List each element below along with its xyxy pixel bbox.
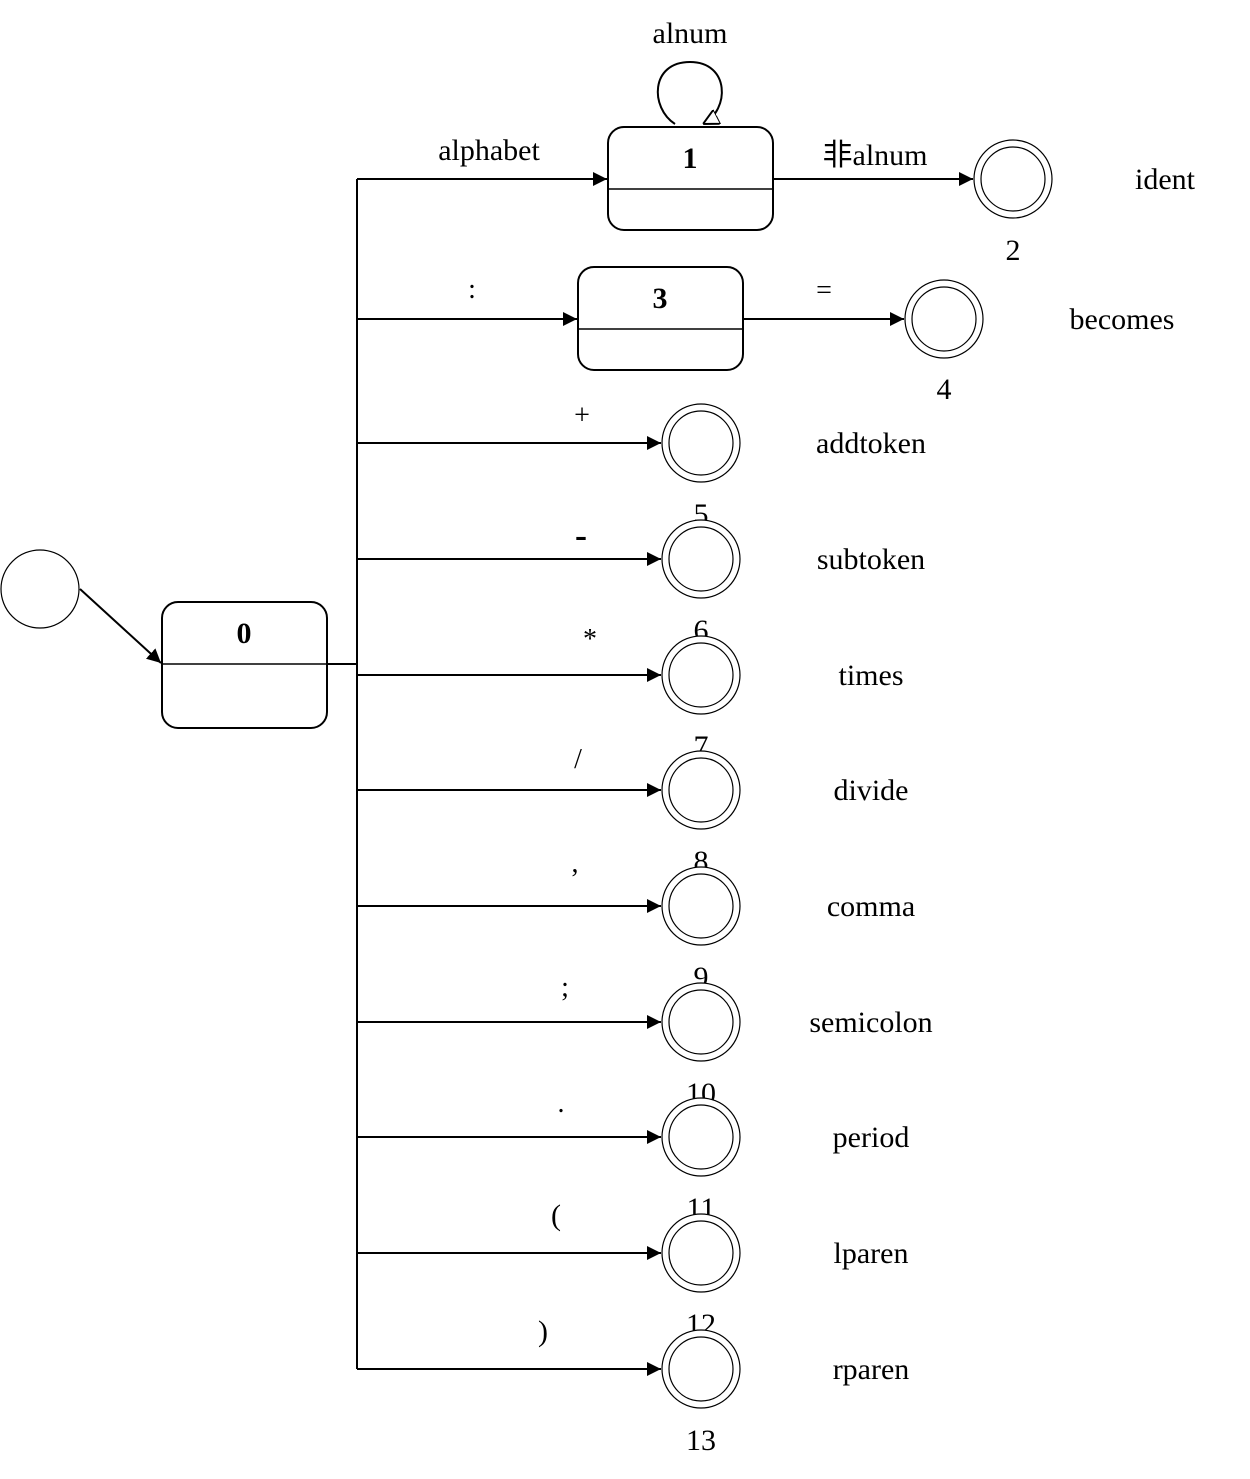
state-1-label: 1 xyxy=(683,142,698,175)
final-state-11 xyxy=(661,1097,741,1177)
transition-label-equals: = xyxy=(816,275,832,306)
state-0-label: 0 xyxy=(237,617,252,650)
token-becomes: becomes xyxy=(1070,303,1175,336)
token-period: period xyxy=(833,1121,910,1154)
token-addtoken: addtoken xyxy=(816,427,926,460)
token-ident: ident xyxy=(1135,163,1196,196)
transition-label-alphabet: alphabet xyxy=(438,134,540,167)
entry-arrow xyxy=(79,588,162,664)
token-rparen: rparen xyxy=(833,1353,910,1386)
self-loop-alnum xyxy=(656,60,723,124)
final-state-10 xyxy=(661,982,741,1062)
transition-label-lparen: ( xyxy=(551,1199,561,1232)
transition-label-period: . xyxy=(558,1088,565,1119)
transition-label-plus: + xyxy=(574,400,590,431)
state-13-number: 13 xyxy=(686,1424,716,1457)
transition-label-minus: - xyxy=(575,515,587,555)
token-comma: comma xyxy=(827,890,915,923)
token-lparen: lparen xyxy=(834,1237,909,1270)
final-state-5 xyxy=(661,403,741,483)
state-0-box: 0 xyxy=(161,601,328,729)
final-state-7 xyxy=(661,635,741,715)
state-3-label: 3 xyxy=(653,282,668,315)
final-state-13 xyxy=(661,1329,741,1409)
transition-label-alnum: alnum xyxy=(653,17,728,50)
transition-label-comma: , xyxy=(572,848,579,879)
transition-label-semicolon: ; xyxy=(561,972,569,1003)
transition-label-colon: : xyxy=(468,274,476,305)
final-state-4 xyxy=(904,279,984,359)
state-2-number: 2 xyxy=(1006,234,1021,267)
token-semicolon: semicolon xyxy=(809,1006,932,1039)
final-state-6 xyxy=(661,519,741,599)
transition-label-divide: / xyxy=(574,744,582,775)
state-3-box: 3 xyxy=(577,266,744,371)
token-divide: divide xyxy=(834,774,909,807)
transition-label-rparen: ) xyxy=(538,1315,548,1348)
token-times: times xyxy=(839,659,904,692)
transition-label-times: * xyxy=(583,624,597,655)
final-state-12 xyxy=(661,1213,741,1293)
state-1-box: 1 xyxy=(607,126,774,231)
token-subtoken: subtoken xyxy=(817,543,925,576)
final-state-8 xyxy=(661,750,741,830)
final-state-9 xyxy=(661,866,741,946)
final-state-2 xyxy=(973,139,1053,219)
transition-label-non-alnum: 非alnum xyxy=(823,139,928,172)
initial-pseudostate xyxy=(0,549,80,629)
state-4-number: 4 xyxy=(937,373,952,406)
